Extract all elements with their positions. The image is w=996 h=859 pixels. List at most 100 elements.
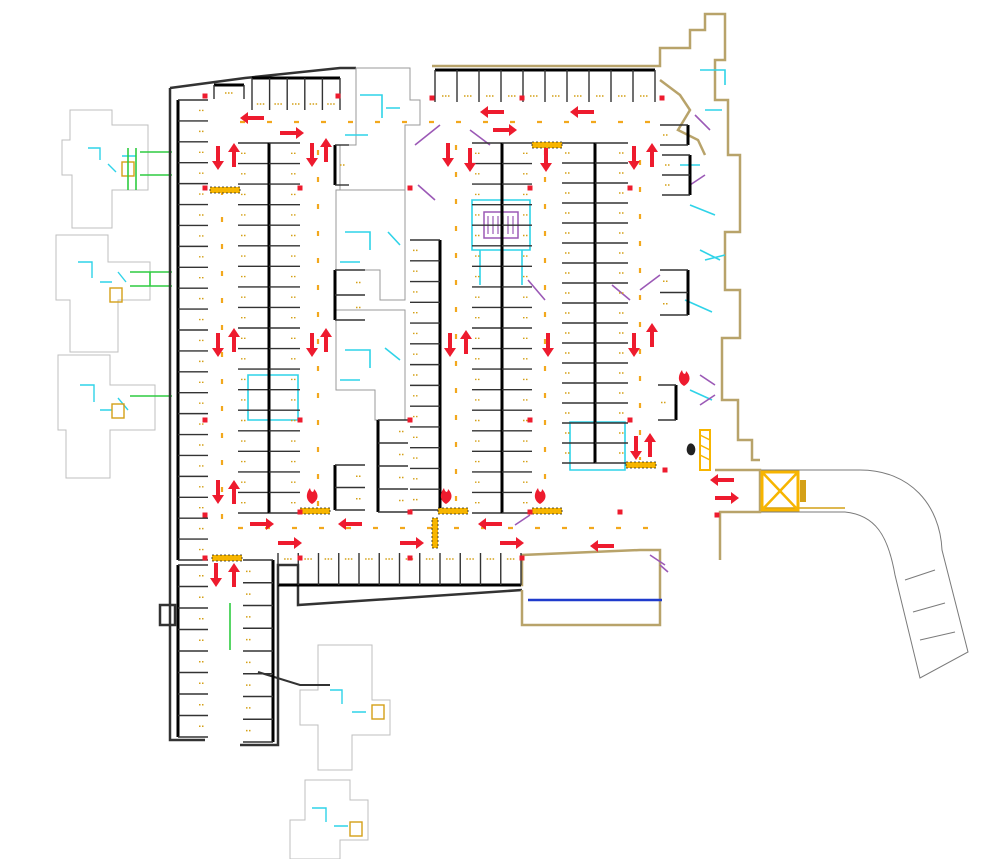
fixture-cyan-southeast (569, 421, 626, 471)
turn-arrow-icon (250, 518, 274, 530)
exit-sign-icon (662, 467, 668, 473)
flame-shape (306, 488, 318, 504)
elevator-x-cross (761, 471, 799, 511)
arrow-shape (400, 537, 424, 549)
satellite-building-4 (299, 644, 391, 771)
direction-arrow-icon (228, 480, 240, 504)
satellite-building-5 (289, 779, 369, 859)
direction-arrow-icon (212, 146, 224, 170)
arrow-shape (228, 563, 240, 587)
satellite-cyan-2 (78, 261, 127, 283)
stall-column (243, 559, 275, 743)
fire-extinguisher-icon (306, 488, 318, 504)
arrow-shape (278, 537, 302, 549)
arrow-shape (320, 138, 332, 162)
service-room-south (335, 309, 406, 421)
stall-column (593, 142, 628, 464)
exit-sign-icon (202, 93, 208, 99)
stall-row (213, 83, 245, 99)
exit-sign-icon (297, 555, 303, 561)
parking-stalls (176, 68, 692, 743)
satellite-building-1 (61, 109, 149, 229)
exit-ramp (760, 469, 969, 679)
exit-sign-icon (407, 185, 413, 191)
west-wall (168, 88, 205, 742)
turn-arrow-icon (478, 518, 502, 530)
stall-column (500, 142, 532, 514)
perimeter-walls (158, 66, 523, 747)
arrow-shape (715, 492, 739, 504)
arrow-shape (442, 143, 454, 167)
speed-bump (299, 507, 331, 515)
exit-sign-icon (407, 417, 413, 423)
arrow-shape (320, 328, 332, 352)
stall-column (376, 419, 408, 513)
speed-bump (625, 461, 657, 469)
top-left-wall (169, 66, 356, 90)
satellite-core-3 (111, 403, 125, 419)
arrow-shape (212, 480, 224, 504)
speed-bump (209, 186, 241, 194)
arrow-shape (212, 146, 224, 170)
turn-arrow-icon (493, 124, 517, 136)
direction-arrow-icon (464, 148, 476, 172)
arrow-shape (478, 518, 502, 530)
arrow-shape (306, 143, 318, 167)
direction-arrow-icon (442, 143, 454, 167)
ramp-outline (760, 469, 969, 679)
stall-row (434, 68, 656, 102)
turn-arrow-icon (400, 537, 424, 549)
fixture-cyan-tower (700, 69, 726, 111)
exit-sign-icon (202, 417, 208, 423)
fire-extinguisher-icon (678, 370, 690, 386)
exit-sign-icon (527, 185, 533, 191)
south-core-wall (298, 548, 662, 627)
turn-arrow-icon (590, 540, 614, 552)
arrow-shape (212, 333, 224, 357)
speed-bump (437, 507, 469, 515)
stall-column (662, 154, 692, 196)
direction-arrow-icon (212, 480, 224, 504)
speed-bump (531, 507, 563, 515)
stall-row (277, 553, 522, 587)
stall-column (660, 269, 690, 316)
lane-markings (209, 120, 657, 562)
stall-column (267, 142, 300, 514)
satellite-core-4 (371, 704, 385, 720)
direction-arrow-icon (540, 148, 552, 172)
ramp-hatch (699, 429, 711, 471)
turn-arrow-icon (500, 537, 524, 549)
direction-arrow-icon (306, 143, 318, 167)
direction-arrow-icon (542, 333, 554, 357)
satellite-cyan-5 (312, 807, 348, 827)
satellite-cyan-4 (330, 689, 366, 713)
gate-post (800, 480, 806, 502)
direction-arrow-icon (228, 563, 240, 587)
exit-sign-icon (297, 185, 303, 191)
exit-sign-icon (297, 417, 303, 423)
arrow-shape (646, 323, 658, 347)
arrow-shape (210, 563, 222, 587)
arrow-shape (280, 127, 304, 139)
arrow-shape (542, 333, 554, 357)
core-walls (298, 12, 762, 627)
exit-sign-icon (407, 555, 413, 561)
fire-extinguisher-icon (534, 488, 546, 504)
speed-bump (531, 141, 563, 149)
exit-gate-wall (715, 468, 762, 560)
fire-points (202, 93, 720, 561)
bottom-satellite-buildings (289, 644, 391, 859)
exit-sign-icon (202, 555, 208, 561)
satellite-cyan-1 (88, 147, 136, 173)
fixture-purple-east (689, 114, 716, 406)
arrow-shape (500, 537, 524, 549)
exit-sign-icon (407, 509, 413, 515)
fixture-green-links (127, 148, 151, 286)
exit-gate (686, 429, 806, 512)
elevator-x-icon (760, 470, 800, 512)
arrow-shape (628, 333, 640, 357)
fixture-cyan-north (345, 94, 400, 136)
arrow-shape (228, 480, 240, 504)
left-satellite-buildings (55, 109, 156, 479)
stall-column (333, 464, 365, 511)
